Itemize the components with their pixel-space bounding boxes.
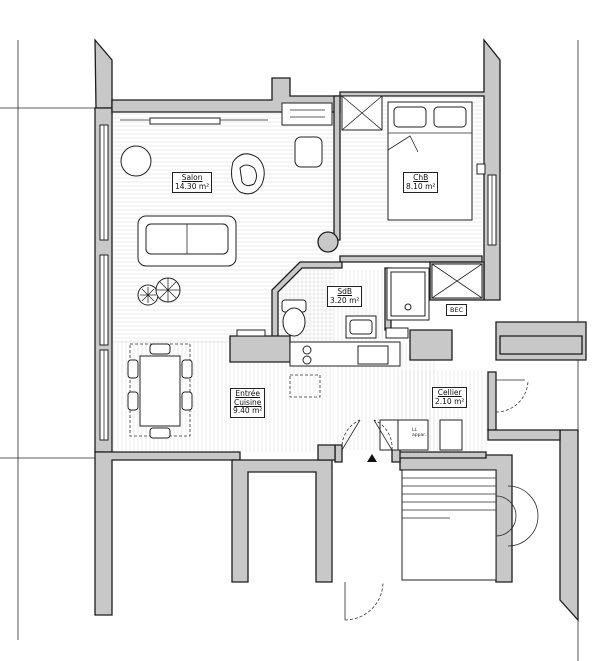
meter-label-line2: appar. — [412, 433, 427, 438]
meter-label: LL appar. — [412, 428, 426, 438]
room-area: 2.10 m² — [435, 396, 465, 406]
meter-label-line1: LL — [412, 428, 418, 433]
windows — [99, 124, 497, 441]
room-name: Cellier — [437, 388, 462, 397]
room-area: 9.40 m² — [233, 406, 263, 415]
room-area: 14.30 m² — [175, 181, 210, 191]
dining-kitchen-furniture — [127, 341, 463, 451]
room-name: Entrée — [235, 389, 260, 398]
bathroom-fixtures — [281, 263, 483, 339]
room-label-sdb: SdB 3.20 m² — [327, 286, 363, 307]
room-label-chambre: ChB 8.10 m² — [403, 172, 439, 193]
room-label-entree-cuisine: Entrée Cuisine 9.40 m² — [230, 388, 266, 418]
room-name-2: Cuisine — [233, 397, 262, 407]
doors — [331, 379, 529, 621]
bec-tag: BEC — [446, 304, 468, 316]
bedroom-furniture — [341, 95, 486, 221]
room-area: 8.10 m² — [406, 181, 436, 191]
room-label-cellier: Cellier 2.10 m² — [432, 387, 468, 408]
stairwell — [367, 454, 539, 581]
room-name: ChB — [413, 173, 429, 182]
room-area: 3.20 m² — [330, 295, 360, 305]
room-label-salon: Salon 14.30 m² — [172, 172, 213, 193]
salon-furniture — [120, 102, 333, 337]
room-name: Salon — [181, 173, 203, 182]
room-name: SdB — [337, 287, 353, 296]
